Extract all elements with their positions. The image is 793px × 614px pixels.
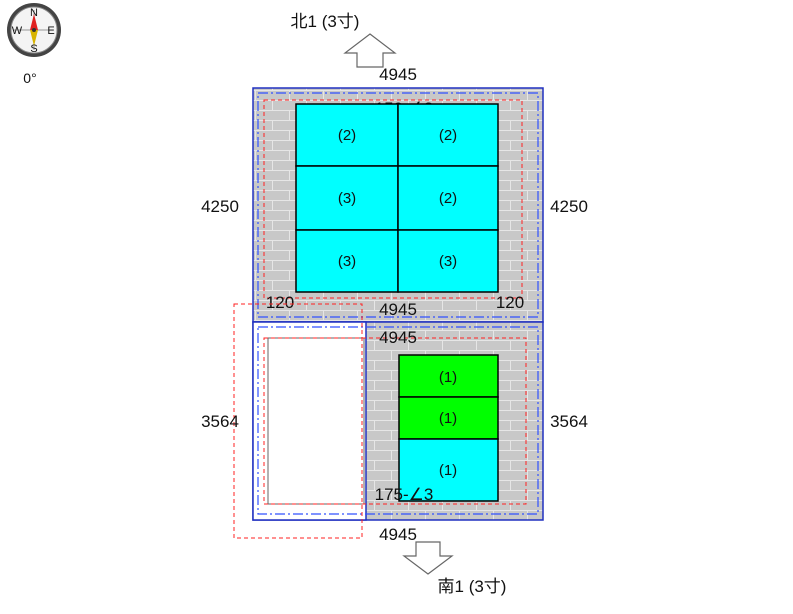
south-panel-label-3: (1) xyxy=(439,462,457,479)
south-outer-boundary xyxy=(233,303,363,539)
north-panel-6 xyxy=(397,229,499,293)
north-panel-label-3: (3) xyxy=(338,190,356,207)
south-panel-label-1: (1) xyxy=(439,369,457,386)
north-roof-label: 北1 (3寸) xyxy=(291,12,360,31)
compass-east: E xyxy=(47,25,54,37)
south-panel-1 xyxy=(398,354,499,398)
compass-south: S xyxy=(30,43,37,55)
north-panel-label-5: (3) xyxy=(338,253,356,270)
north-panel-label-4: (2) xyxy=(439,190,457,207)
north-panel-grid: (2) (2) (3) (2) (3) (3) xyxy=(295,103,499,293)
north-panel: (3) xyxy=(397,229,499,293)
compass-icon: N S W E xyxy=(7,3,61,57)
north-arrow-icon xyxy=(343,33,397,68)
compass-rotation: 0° xyxy=(23,70,36,86)
north-panel-label-6: (3) xyxy=(439,253,457,270)
south-height-right: 3564 xyxy=(550,412,588,431)
south-panel-3 xyxy=(398,438,499,502)
north-setback-line xyxy=(257,92,539,318)
north-panel-2 xyxy=(397,103,499,167)
south-panel: (1) xyxy=(398,396,499,440)
south-panel: (1) xyxy=(398,438,499,502)
south-panel: (1) xyxy=(398,354,499,398)
north-height-right: 4250 xyxy=(550,197,588,216)
south-setback-line xyxy=(257,326,539,515)
north-bottom-width: 4945 xyxy=(379,300,417,319)
north-panel-label-2: (2) xyxy=(439,127,457,144)
north-panel-5 xyxy=(295,229,399,293)
compass-north: N xyxy=(30,7,38,19)
south-install-boundary xyxy=(263,337,527,505)
south-blank-area xyxy=(252,321,367,521)
north-panel-label-1: (2) xyxy=(338,127,356,144)
south-bottom-width: 4945 xyxy=(379,525,417,544)
south-height-left: 3564 xyxy=(201,412,239,431)
north-margin-left: 120 xyxy=(266,293,294,312)
south-top-width: 4945 xyxy=(379,328,417,347)
north-panel: (2) xyxy=(397,165,499,231)
south-spec-label: 175-∠3 xyxy=(375,485,434,504)
north-height-left: 4250 xyxy=(201,197,239,216)
north-panel: (3) xyxy=(295,165,399,231)
south-panel-grid: (1) (1) (1) xyxy=(398,354,499,502)
north-install-boundary xyxy=(263,99,523,299)
north-panel: (2) xyxy=(397,103,499,167)
south-panel-label-2: (1) xyxy=(439,410,457,427)
north-panel: (2) xyxy=(295,103,399,167)
north-panel: (3) xyxy=(295,229,399,293)
north-panel-4 xyxy=(397,165,499,231)
south-arrow-icon xyxy=(402,541,454,575)
south-roof-label: 南1 (3寸) xyxy=(438,577,507,596)
north-margin-right: 120 xyxy=(496,293,524,312)
compass-west: W xyxy=(12,25,23,37)
north-width-label: 4945 xyxy=(379,65,417,84)
